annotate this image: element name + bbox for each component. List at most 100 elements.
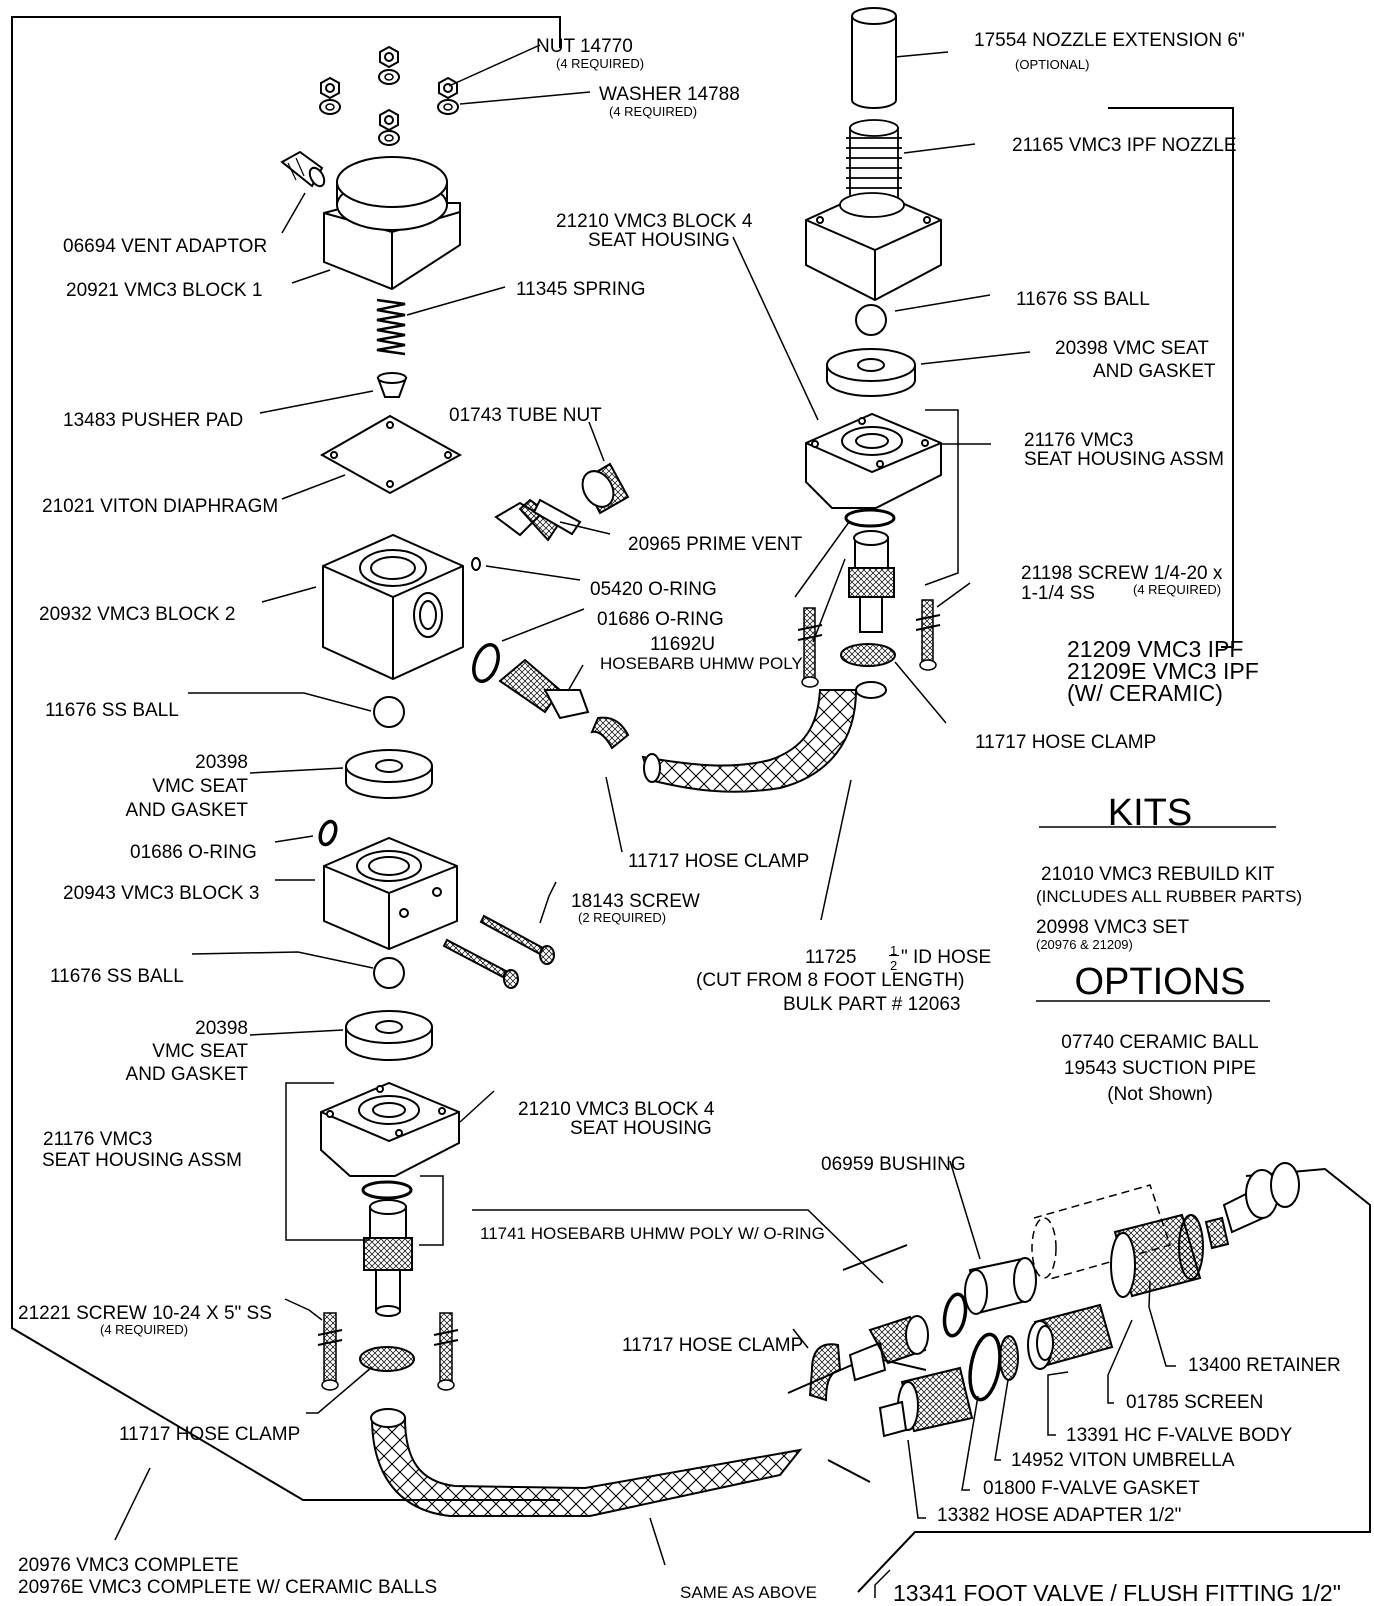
hosebarb-11741 bbox=[363, 1199, 413, 1317]
seat-gasket-right bbox=[826, 348, 916, 397]
hose-upper bbox=[641, 681, 887, 793]
ipf-bracket bbox=[1108, 107, 1234, 648]
label-complete-1: 20976 VMC3 COMPLETE bbox=[18, 1555, 239, 1576]
label-complete-2: 20976E VMC3 COMPLETE W/ CERAMIC BALLS bbox=[18, 1577, 438, 1598]
label-screen: 01785 SCREEN bbox=[1126, 1392, 1264, 1413]
label-diaphragm: 21021 VITON DIAPHRAGM bbox=[42, 496, 279, 517]
label-hose-11725: 11725 1 2 " ID HOSE bbox=[805, 943, 992, 973]
label-bushing: 06959 BUSHING bbox=[821, 1154, 966, 1175]
label-block1: 20921 VMC3 BLOCK 1 bbox=[66, 280, 263, 301]
label-ipf-2: 21209E VMC3 IPF bbox=[1067, 658, 1259, 684]
label-block3: 20943 VMC3 BLOCK 3 bbox=[63, 883, 260, 904]
label-seat-housing-assm-left-2: SEAT HOUSING ASSM bbox=[42, 1150, 242, 1171]
hose-fraction-bar bbox=[889, 955, 899, 956]
bushing bbox=[964, 1257, 1037, 1315]
label-screw-21221-qty: (4 REQUIRED) bbox=[100, 1322, 189, 1337]
label-oring-01686-b: 01686 O-RING bbox=[130, 842, 257, 863]
hose-fraction: 1 2 bbox=[889, 943, 901, 973]
hose-size-text: " ID HOSE bbox=[901, 947, 992, 968]
option-ceramic: 07740 CERAMIC BALL bbox=[1061, 1032, 1259, 1053]
oring-01686-mid bbox=[472, 643, 500, 683]
seat-housing-right bbox=[805, 412, 942, 509]
oring-01686-left bbox=[318, 819, 338, 847]
label-pusher-pad: 13483 PUSHER PAD bbox=[63, 410, 244, 431]
label-prime-vent: 20965 PRIME VENT bbox=[628, 534, 803, 555]
label-seat-right-a: 20398 VMC SEAT bbox=[1055, 338, 1209, 359]
vmc3-complete-boundary bbox=[11, 16, 561, 1501]
label-seat-2-a: 20398 bbox=[195, 1018, 248, 1039]
hose-clamp-low-left bbox=[359, 1346, 415, 1372]
label-oring-05420: 05420 O-RING bbox=[590, 579, 717, 600]
screws-21221 bbox=[317, 1312, 459, 1391]
option-suction: 19543 SUCTION PIPE bbox=[1063, 1058, 1257, 1079]
label-seat-right-b: AND GASKET bbox=[1093, 361, 1216, 382]
label-nozzle-extension: 17554 NOZZLE EXTENSION 6" bbox=[974, 30, 1245, 51]
ss-ball-lower bbox=[373, 957, 405, 989]
label-spring: 11345 SPRING bbox=[516, 279, 646, 300]
pusher-pad bbox=[376, 372, 408, 398]
label-fvalve-gasket: 01800 F-VALVE GASKET bbox=[983, 1478, 1200, 1499]
oring-seat-left bbox=[361, 1180, 413, 1200]
label-block4-right-2: SEAT HOUSING bbox=[588, 230, 730, 251]
label-seat-housing-assm-right-2: SEAT HOUSING ASSM bbox=[1024, 449, 1224, 470]
label-seat-2-c: AND GASKET bbox=[125, 1064, 248, 1085]
label-vent-adaptor: 06694 VENT ADAPTOR bbox=[63, 236, 268, 257]
label-tube-nut: 01743 TUBE NUT bbox=[449, 405, 602, 426]
screws-18143 bbox=[442, 914, 555, 989]
label-seat-1-a: 20398 bbox=[195, 752, 248, 773]
label-hose-clamp-foot: 11717 HOSE CLAMP bbox=[622, 1335, 804, 1356]
block-2 bbox=[322, 533, 464, 681]
oring-seat-right bbox=[844, 508, 896, 528]
label-ss-ball-1: 11676 SS BALL bbox=[45, 700, 179, 721]
hose-fraction-num: 1 bbox=[890, 943, 898, 958]
label-screw-21198-1: 21198 SCREW 1/4-20 x bbox=[1021, 563, 1223, 584]
label-nut: NUT 14770 bbox=[536, 36, 633, 57]
prime-vent bbox=[494, 498, 582, 542]
label-hose-clamp-right: 11717 HOSE CLAMP bbox=[975, 732, 1157, 753]
label-fvalve-body: 13391 HC F-VALVE BODY bbox=[1066, 1425, 1293, 1446]
label-hose-adapter: 13382 HOSE ADAPTER 1/2" bbox=[937, 1505, 1182, 1526]
label-screw-18143: 18143 SCREW bbox=[571, 891, 700, 912]
diaphragm bbox=[319, 414, 463, 495]
label-ipf-3: (W/ CERAMIC) bbox=[1067, 680, 1223, 706]
label-nozzle-extension-optional: (OPTIONAL) bbox=[1015, 57, 1090, 72]
label-hose-3: BULK PART # 12063 bbox=[783, 994, 961, 1015]
suction-pipe-hidden bbox=[1031, 1184, 1171, 1280]
hose-adapter bbox=[878, 1366, 974, 1438]
label-block4-left-1: 21210 VMC3 BLOCK 4 bbox=[518, 1099, 715, 1120]
hose-part-number: 11725 bbox=[805, 947, 857, 968]
label-screw-18143-qty: (2 REQUIRED) bbox=[578, 910, 667, 925]
label-block2: 20932 VMC3 BLOCK 2 bbox=[39, 604, 236, 625]
vent-adaptor bbox=[280, 150, 326, 188]
label-hosebarb-11692u-2: HOSEBARB UHMW POLY bbox=[600, 654, 803, 673]
oring-foot-1 bbox=[942, 1292, 968, 1338]
kit-rebuild-note: (INCLUDES ALL RUBBER PARTS) bbox=[1036, 887, 1303, 906]
screws-21198 bbox=[797, 599, 941, 688]
seat-gasket-upper bbox=[345, 749, 433, 799]
label-seat-1-c: AND GASKET bbox=[125, 800, 248, 821]
kit-set: 20998 VMC3 SET bbox=[1036, 917, 1190, 938]
hose-bottom bbox=[370, 1408, 803, 1517]
kits-heading: KITS bbox=[1107, 792, 1193, 834]
label-seat-1-b: VMC SEAT bbox=[152, 776, 248, 797]
hosebarb-11692u-mid bbox=[498, 658, 590, 720]
retainer bbox=[1204, 1162, 1300, 1250]
ss-ball-upper bbox=[373, 696, 405, 728]
label-foot-valve: 13341 FOOT VALVE / FLUSH FITTING 1/2" bbox=[893, 1580, 1341, 1606]
screen bbox=[1110, 1213, 1204, 1298]
hose-fraction-den: 2 bbox=[890, 958, 898, 973]
option-note: (Not Shown) bbox=[1107, 1084, 1213, 1105]
oring-05420 bbox=[471, 557, 481, 571]
seat-gasket-lower bbox=[345, 1010, 433, 1061]
label-same-as-above: SAME AS ABOVE bbox=[680, 1583, 818, 1602]
hosebarb-11692u-right bbox=[848, 530, 895, 633]
options-heading: OPTIONS bbox=[1074, 961, 1246, 1003]
nuts-washers bbox=[319, 46, 459, 146]
block-3 bbox=[323, 836, 458, 951]
label-umbrella: 14952 VITON UMBRELLA bbox=[1011, 1450, 1235, 1471]
label-ipf-nozzle: 21165 VMC3 IPF NOZZLE bbox=[1012, 135, 1237, 156]
label-oring-01686-a: 01686 O-RING bbox=[597, 609, 724, 630]
label-hose-clamp-low-left: 11717 HOSE CLAMP bbox=[119, 1424, 301, 1445]
seat-housing-left bbox=[320, 1081, 460, 1177]
